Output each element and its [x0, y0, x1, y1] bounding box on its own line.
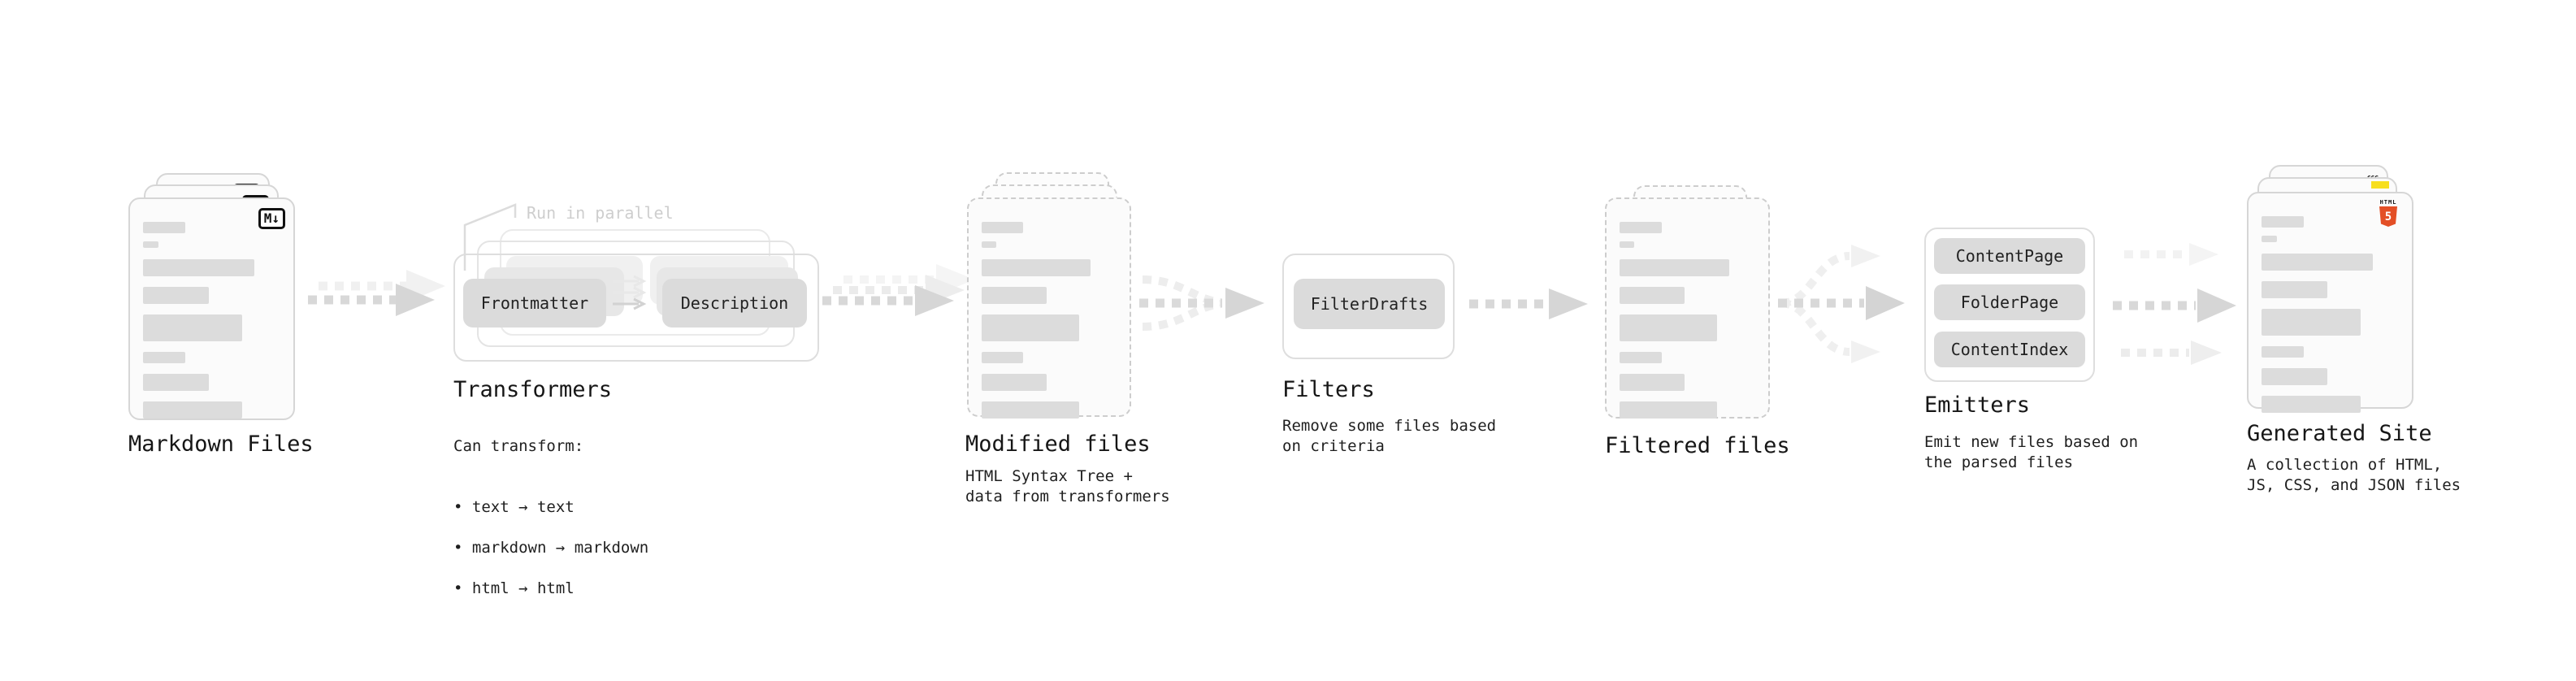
filters-box: [1282, 254, 1455, 359]
bullet-text-to-text: • text → text: [453, 498, 575, 516]
doc-text-lines: [2249, 193, 2412, 413]
emitters-box: [1924, 228, 2095, 382]
html5-label: HTML: [2379, 199, 2397, 206]
js-file-icon: [2371, 181, 2389, 189]
markdown-file-front: M↓: [128, 197, 295, 420]
arrow-markdown-to-transformers: [308, 270, 445, 316]
contentindex-pill: ContentIndex: [1934, 332, 2085, 367]
filters-caption: Remove some files based on criteria: [1282, 417, 1497, 455]
modified-files-title: Modified files: [965, 432, 1151, 457]
generated-file-html: HTML 5: [2247, 192, 2413, 413]
markdown-files-title: Markdown Files: [128, 432, 314, 457]
can-transform-heading: Can transform:: [453, 437, 584, 455]
annotation-callout-line: [463, 203, 517, 271]
emitters-caption: Emit new files based on the parsed files: [1924, 433, 2139, 471]
arrow-filters-to-filtered: [1469, 288, 1588, 319]
transformers-box-front: [453, 254, 819, 362]
doc-text-lines: [969, 199, 1130, 419]
folderpage-pill: FolderPage: [1934, 284, 2085, 320]
filters-title: Filters: [1282, 377, 1375, 402]
transformers-title: Transformers: [453, 377, 613, 402]
modified-file-front: [967, 197, 1131, 419]
filtered-files-title: Filtered files: [1605, 433, 1790, 458]
frontmatter-pill: Frontmatter: [463, 279, 606, 327]
arrow-merge-modified-to-filters: [1139, 275, 1264, 331]
parallel-mini-arrows: [613, 275, 647, 310]
html5-icon: HTML 5: [2378, 200, 2399, 227]
arrow-emitters-to-generated: [2113, 243, 2236, 365]
contentpage-pill: ContentPage: [1934, 238, 2085, 274]
html5-shield: 5: [2379, 206, 2397, 227]
bullet-html-to-html: • html → html: [453, 579, 575, 597]
arrow-transformers-to-modified: [822, 264, 975, 316]
description-pill: Description: [662, 279, 807, 327]
doc-text-lines: [130, 199, 293, 419]
doc-text-lines: [1607, 199, 1768, 419]
filterdrafts-pill: FilterDrafts: [1294, 279, 1445, 329]
arrow-fanout-filtered-to-emitters: [1778, 245, 1905, 363]
filtered-file-front: [1605, 197, 1770, 419]
transform-bullets: • text → text • markdown → markdown • ht…: [453, 477, 648, 619]
generated-site-title: Generated Site: [2247, 421, 2432, 446]
emitters-title: Emitters: [1924, 393, 2031, 418]
transformers-caption: Can transform: • text → text • markdown …: [453, 416, 648, 640]
generated-site-caption: A collection of HTML, JS, CSS, and JSON …: [2247, 456, 2461, 494]
bullet-markdown-to-markdown: • markdown → markdown: [453, 539, 649, 557]
modified-files-caption: HTML Syntax Tree + data from transformer…: [965, 467, 1170, 505]
run-in-parallel-annotation: Run in parallel: [527, 203, 674, 223]
markdown-icon: M↓: [258, 208, 285, 229]
